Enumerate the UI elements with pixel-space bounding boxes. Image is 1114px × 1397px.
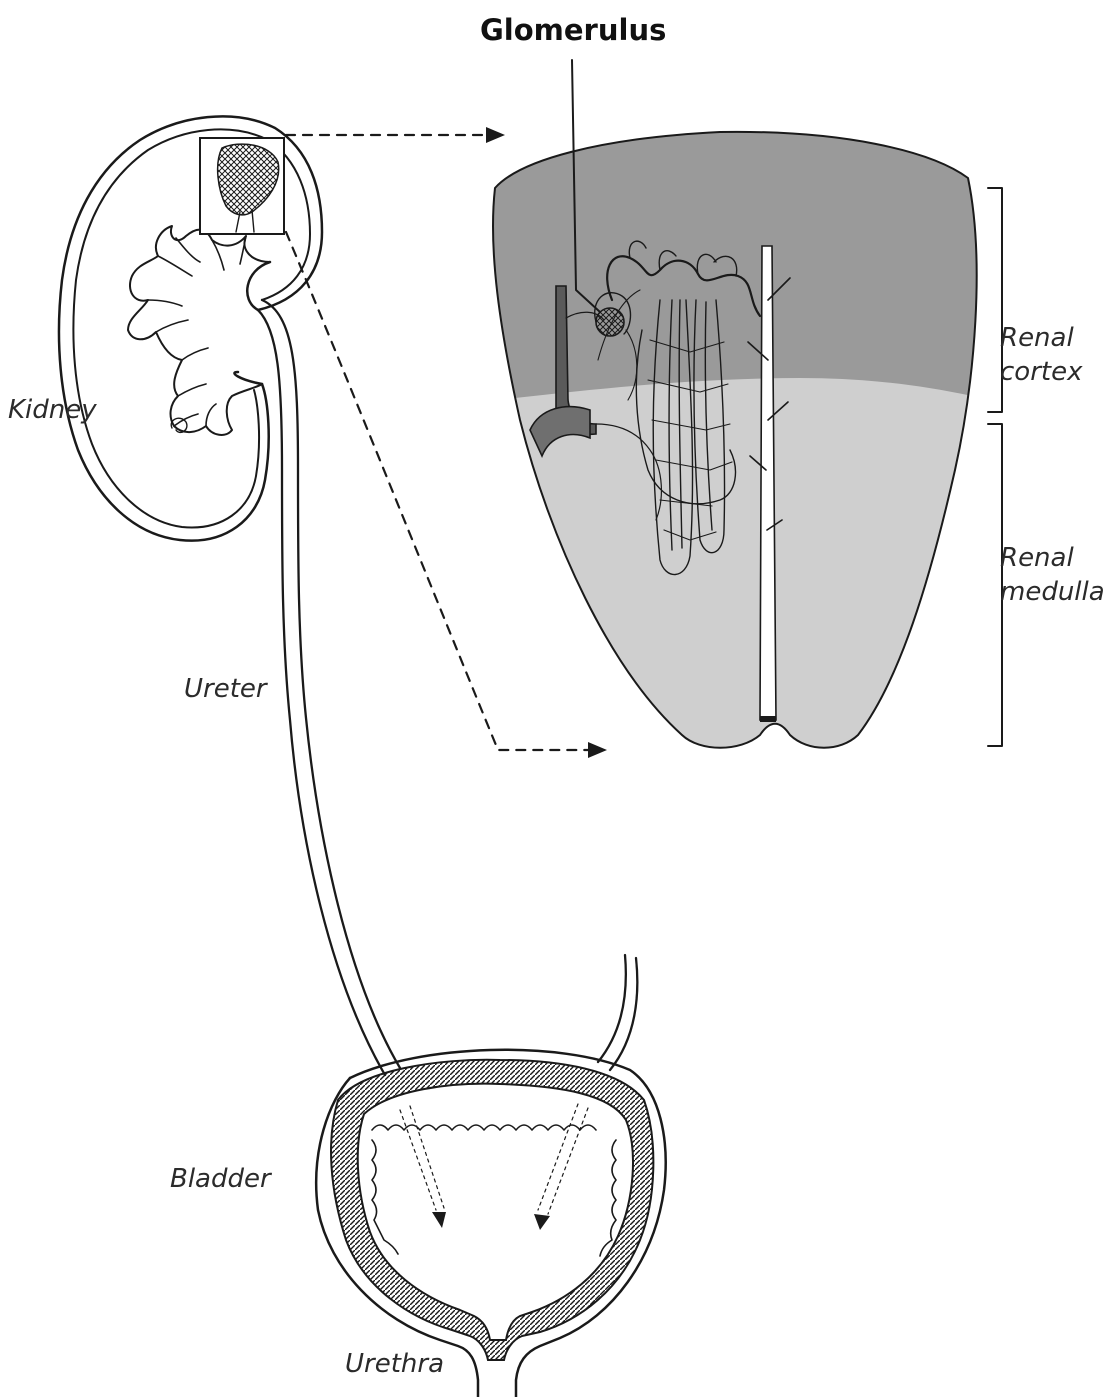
label-renal-cortex-line1: Renal bbox=[1000, 323, 1074, 353]
zoom-arrow-top-head bbox=[486, 127, 505, 143]
renal-pelvis bbox=[128, 226, 270, 435]
ureter-right-stub bbox=[598, 955, 637, 1070]
ureter-wall-right bbox=[262, 300, 400, 1068]
label-bladder: Bladder bbox=[170, 1164, 273, 1194]
zoom-arrow-bottom-head bbox=[588, 742, 607, 758]
label-ureter: Ureter bbox=[184, 674, 269, 704]
label-kidney: Kidney bbox=[8, 395, 97, 425]
label-renal-cortex-line2: cortex bbox=[1000, 357, 1083, 387]
label-glomerulus: Glomerulus bbox=[480, 13, 666, 47]
label-renal-medulla-line2: medulla bbox=[1000, 577, 1105, 607]
region-brackets bbox=[988, 188, 1002, 746]
duct-opening bbox=[760, 716, 776, 722]
kidney-hilum bbox=[234, 262, 270, 384]
label-urethra: Urethra bbox=[345, 1349, 444, 1379]
label-renal-medulla-line1: Renal bbox=[1000, 543, 1074, 573]
renal-pyramid-enlarged bbox=[480, 120, 990, 760]
bladder bbox=[316, 1050, 665, 1397]
